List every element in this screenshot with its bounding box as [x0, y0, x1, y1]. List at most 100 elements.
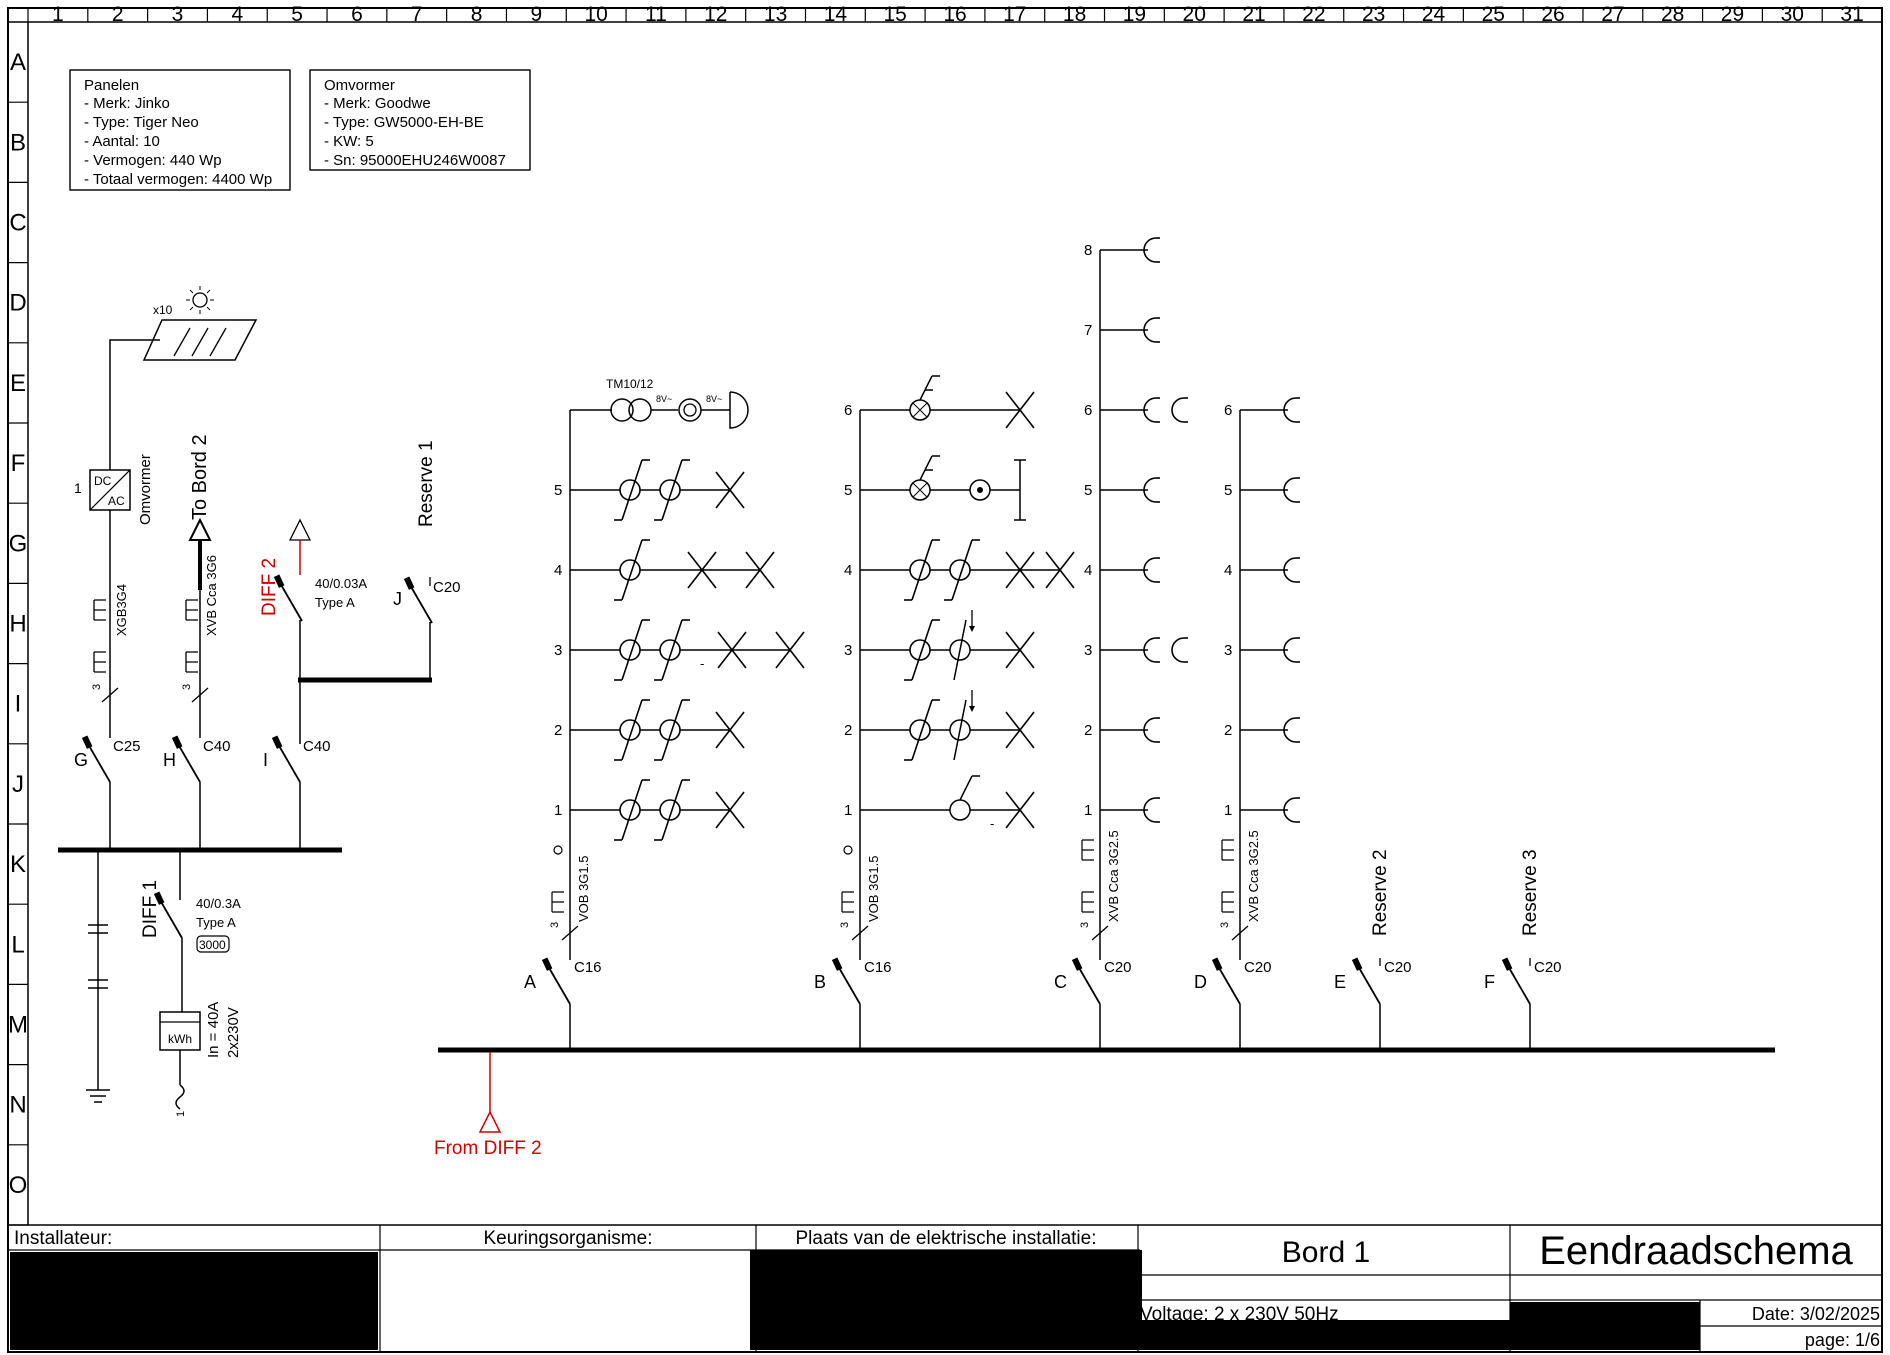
- breaker-g-letter: G: [74, 750, 88, 770]
- redacted-block: [1510, 1302, 1700, 1350]
- inverter-ac: AC: [108, 494, 125, 508]
- solar-count: x10: [153, 303, 173, 317]
- grid-column-label: 1: [52, 3, 64, 26]
- grid-column-label: 27: [1601, 3, 1624, 26]
- point-number: 2: [1224, 722, 1232, 739]
- omvormer-line: - KW: 5: [324, 133, 374, 150]
- schema-title: Eendraadschema: [1539, 1229, 1853, 1273]
- panelen-line: - Vermogen: 440 Wp: [84, 152, 222, 169]
- breaker-g-rating: C25: [113, 738, 141, 755]
- grid-column-label: 8: [471, 3, 483, 26]
- grid-column-label: 23: [1362, 3, 1385, 26]
- point-number: 2: [1084, 722, 1092, 739]
- grid-column-label: 21: [1242, 3, 1265, 26]
- inverter-icon: DC AC: [89, 469, 131, 511]
- grid-column-label: 26: [1541, 3, 1564, 26]
- plaats-label: Plaats van de elektrische installatie:: [796, 1228, 1097, 1249]
- omvormer-info-box: Omvormer - Merk: Goodwe - Type: GW5000-E…: [309, 69, 531, 171]
- point-number: 1: [554, 802, 562, 819]
- inverter-label: Omvormer: [137, 454, 154, 525]
- voltage-label: Voltage: 2 x 230V 50Hz: [1140, 1304, 1339, 1325]
- volt-8b: 8V~: [706, 394, 722, 404]
- lamp-switch-icon: [909, 455, 940, 501]
- grid-column-label: 10: [584, 3, 607, 26]
- grid-column-label: 20: [1183, 3, 1206, 26]
- breaker-b-letter: B: [814, 972, 826, 992]
- grid-column-label: 13: [764, 3, 787, 26]
- grid-column-label: 25: [1482, 3, 1505, 26]
- panelen-line: - Aantal: 10: [84, 133, 160, 150]
- point-number: 2: [844, 722, 852, 739]
- grid-column-label: 12: [704, 3, 727, 26]
- redacted-block: [1140, 1320, 1515, 1350]
- breaker-f-letter: F: [1484, 972, 1495, 992]
- grid-column-label: 18: [1063, 3, 1086, 26]
- breaker-a-letter: A: [524, 972, 536, 992]
- cable-cores: 3: [91, 684, 103, 690]
- panelen-info-box: Panelen - Merk: Jinko - Type: Tiger Neo …: [69, 69, 291, 191]
- page-label: page: 1/6: [1805, 1330, 1880, 1350]
- breaker-d-letter: D: [1194, 972, 1207, 992]
- cable-cores: 3: [181, 684, 193, 690]
- transformer-label: TM10/12: [606, 377, 654, 391]
- diff1-rating: 40/0.3A: [196, 896, 241, 911]
- point-number: 5: [844, 482, 852, 499]
- volt-8a: 8V~: [656, 394, 672, 404]
- breaker-f-rating: C20: [1534, 959, 1562, 976]
- cable-d-cores: 3: [1219, 922, 1231, 928]
- circuit-e: Reserve 2 E C20: [1334, 849, 1412, 1050]
- breaker-h-rating: C40: [203, 738, 231, 755]
- circuit-d: D C20 XVB Cca 3G2.5 3 6 5 4 3 2 1: [1194, 397, 1301, 1050]
- grid-row-label: K: [10, 851, 26, 878]
- breaker-a-rating: C16: [574, 959, 602, 976]
- grid-row-label: D: [9, 290, 26, 317]
- panelen-title: Panelen: [84, 77, 139, 94]
- grid-row-label: H: [9, 611, 26, 638]
- grid-column-label: 14: [824, 3, 848, 26]
- breaker-i-letter: I: [263, 750, 268, 770]
- grid-column-label: 16: [943, 3, 966, 26]
- breaker-b-rating: C16: [864, 959, 892, 976]
- point-number: 3: [554, 642, 562, 659]
- bord-title: Bord 1: [1282, 1236, 1370, 1269]
- omvormer-title: Omvormer: [324, 77, 395, 94]
- date-label: Date: 3/02/2025: [1752, 1304, 1880, 1324]
- grid-column-label: 29: [1721, 3, 1744, 26]
- diff1-code: 3000: [199, 938, 226, 952]
- grid-row-label: J: [12, 771, 24, 798]
- circuit-a: A C16 VOB 3G1.5 3 TM10/12 8V~ 8V~ -: [524, 377, 805, 1050]
- grid-column-label: 7: [411, 3, 423, 26]
- grid-column-label: 30: [1781, 3, 1804, 26]
- point-number: 6: [1084, 402, 1092, 419]
- kwh-meter-icon: kWh: [159, 1011, 201, 1051]
- point-number: 2: [554, 722, 562, 739]
- point-number: 5: [554, 482, 562, 499]
- grid-row-label: B: [10, 129, 26, 156]
- redacted-block: [10, 1252, 378, 1350]
- grid-row-label: N: [9, 1092, 26, 1119]
- grid-column-label: 3: [172, 3, 184, 26]
- grid-column-label: 15: [884, 3, 907, 26]
- grid-column-label: 6: [351, 3, 363, 26]
- grid-row-label: C: [9, 210, 26, 237]
- point-number: 4: [554, 562, 562, 579]
- point-number: 6: [844, 402, 852, 419]
- circuit-b: B C16 VOB 3G1.5 3 -: [814, 375, 1075, 1050]
- inverter-index: 1: [74, 480, 82, 496]
- sun-icon: [186, 286, 214, 314]
- cable-c-label: XVB Cca 3G2.5: [1106, 830, 1121, 922]
- point-number: 4: [844, 562, 852, 579]
- grid-row-label: A: [10, 49, 26, 76]
- grid-column-label: 9: [531, 3, 543, 26]
- grid-row-label: G: [9, 530, 28, 557]
- from-diff2-arrow-icon: [478, 1110, 502, 1133]
- grid-row-label: I: [15, 691, 22, 718]
- supply-phase: 1: [175, 1111, 187, 1117]
- grid-column-label: 28: [1661, 3, 1684, 26]
- breaker-i-rating: C40: [303, 738, 331, 755]
- cable-a-label: VOB 3G1.5: [576, 856, 591, 922]
- diff2-rating: 40/0.03A: [315, 576, 367, 591]
- grid-column-label: 2: [112, 3, 124, 26]
